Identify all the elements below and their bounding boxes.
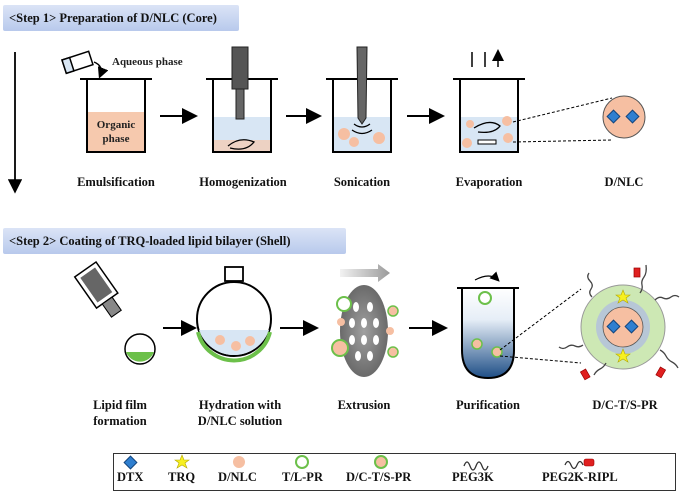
legend [113,453,676,491]
step2-banner: <Step 2> Coating of TRQ-loaded lipid bil… [3,228,346,254]
stage-emulsification: Emulsification [77,175,155,189]
stage-lipid-film: Lipid film formation [93,398,147,428]
stage-hydration: Hydration with D/NLC solution [197,398,283,428]
legend-label-tlpr: T/L-PR [282,470,323,484]
dnlc-dot-icon [233,456,245,468]
stage-dcts-pr: D/C-T/S-PR [592,398,658,412]
pour-arrow [93,61,109,79]
dcts-pr-particle-zoom [499,264,680,381]
legend-icons [123,454,595,471]
legend-label-trq: TRQ [168,470,196,484]
beaker-emulsification [80,78,152,153]
dcts-pr-icon [374,455,388,469]
hydration-flask-icon [196,266,272,363]
legend-label-peg2k-ripl: PEG2K-RIPL [542,470,618,484]
organic-phase-label: Organic phase [96,119,136,145]
stage-sonication: Sonication [333,175,391,189]
peg3k-squiggle-icon [463,461,489,471]
extrusion-membrane-icon [331,264,399,377]
peg2k-ripl-icon [564,460,584,470]
dnlc-particle-zoom [512,95,646,143]
stage-dnlc: D/NLC [604,175,644,189]
stage-evaporation: Evaporation [455,175,523,189]
purification-tube-icon [457,271,519,380]
legend-label-dcts-pr: D/C-T/S-PR [346,470,412,484]
stage-purification: Purification [456,398,520,412]
trq-star-icon [174,454,190,469]
aqueous-phase-label: Aqueous phase [112,56,183,68]
legend-label-peg3k: PEG3K [452,470,494,484]
stage-extrusion: Extrusion [337,398,391,412]
tlpr-ring-icon [295,455,309,469]
beaker-evaporation [453,52,525,153]
legend-label-dtx: DTX [117,470,144,484]
rotary-flask-icon [73,260,156,365]
beaker-homogenization [206,46,278,153]
beaker-sonication [326,46,398,153]
dtx-diamond-icon [123,455,138,470]
stage-homogenization: Homogenization [199,175,287,189]
aqueous-vial-icon [61,50,94,75]
step1-banner: <Step 1> Preparation of D/NLC (Core) [3,5,239,31]
legend-label-dnlc: D/NLC [218,470,257,484]
